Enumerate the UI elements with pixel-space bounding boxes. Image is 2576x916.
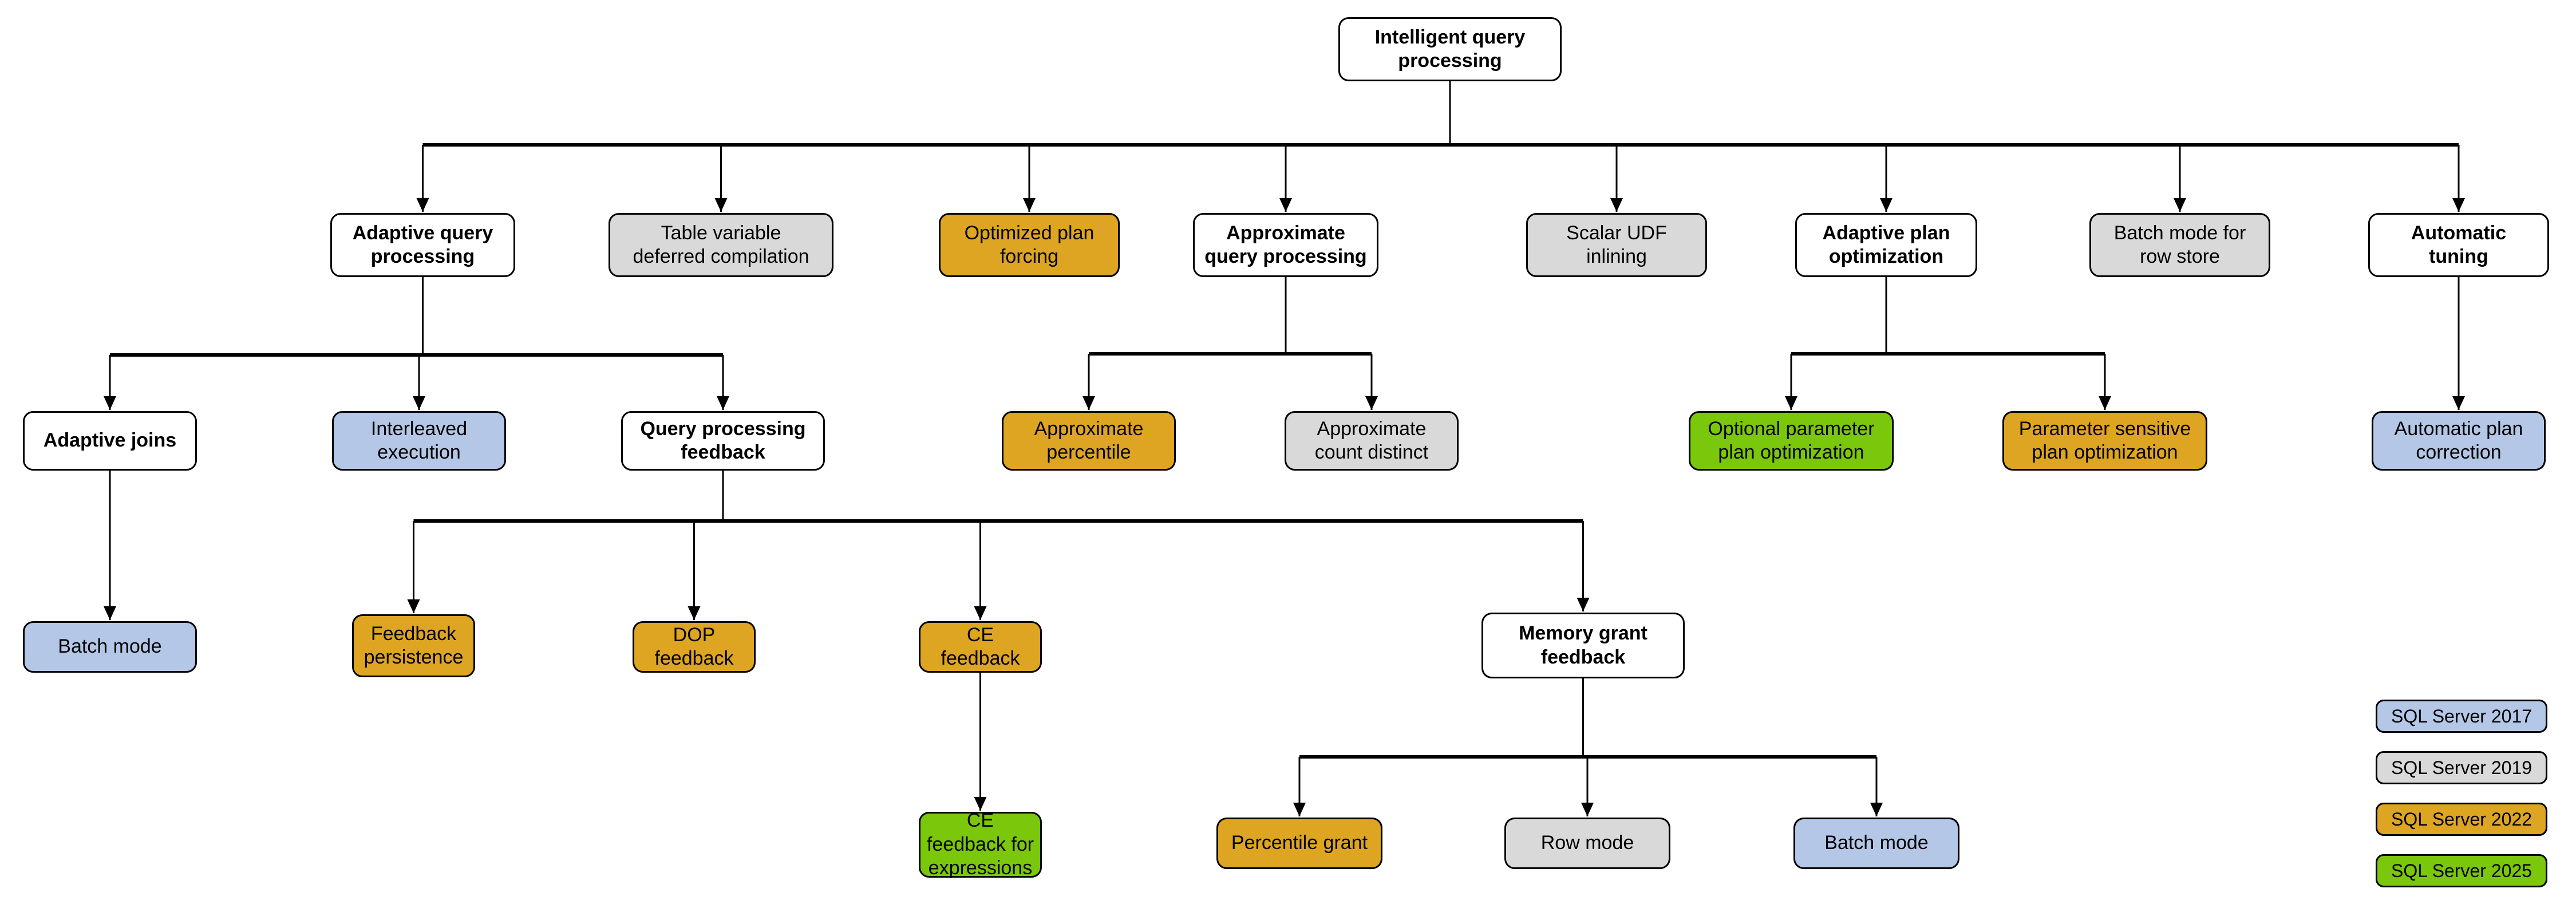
node-memgrant[interactable]: Memory grant feedback (1481, 613, 1685, 678)
legend-item-blue: SQL Server 2017 (2376, 700, 2547, 733)
node-tvdc[interactable]: Table variable deferred compilation (609, 213, 833, 277)
legend-item-green: SQL Server 2025 (2376, 854, 2547, 887)
node-batchmode2[interactable]: Batch mode (1793, 818, 1959, 869)
node-pctgrant[interactable]: Percentile grant (1216, 818, 1382, 869)
node-cefbexpr[interactable]: CE feedback for expressions (919, 810, 1042, 879)
legend-item-orange: SQL Server 2022 (2376, 803, 2547, 836)
node-approxpct[interactable]: Approximate percentile (1002, 411, 1176, 471)
node-cefb[interactable]: CE feedback (919, 621, 1042, 673)
node-approxcd[interactable]: Approximate count distinct (1285, 411, 1459, 471)
node-dopfb[interactable]: DOP feedback (633, 621, 756, 673)
node-fbpersist[interactable]: Feedback persistence (352, 614, 475, 677)
node-oppo[interactable]: Optional parameter plan optimization (1689, 411, 1894, 471)
node-batchmode1[interactable]: Batch mode (23, 621, 197, 673)
node-apo[interactable]: Adaptive plan optimization (1795, 213, 1977, 277)
node-autotune[interactable]: Automatic tuning (2368, 213, 2549, 277)
node-root[interactable]: Intelligent query processing (1338, 17, 1562, 81)
node-qpfeedback[interactable]: Query processing feedback (621, 411, 825, 471)
node-bmrs[interactable]: Batch mode for row store (2089, 213, 2270, 277)
node-interleaved[interactable]: Interleaved execution (332, 411, 506, 471)
node-aqp[interactable]: Adaptive query processing (330, 213, 515, 277)
node-udf[interactable]: Scalar UDF inlining (1526, 213, 1707, 277)
node-rowmode[interactable]: Row mode (1504, 818, 1670, 869)
node-approxqp[interactable]: Approximate query processing (1193, 213, 1378, 277)
node-opf[interactable]: Optimized plan forcing (939, 213, 1120, 277)
legend-item-gray: SQL Server 2019 (2376, 751, 2547, 784)
node-apc[interactable]: Automatic plan correction (2372, 411, 2546, 471)
node-pspo[interactable]: Parameter sensitive plan optimization (2002, 411, 2207, 471)
node-adaptivejoins[interactable]: Adaptive joins (23, 411, 197, 471)
